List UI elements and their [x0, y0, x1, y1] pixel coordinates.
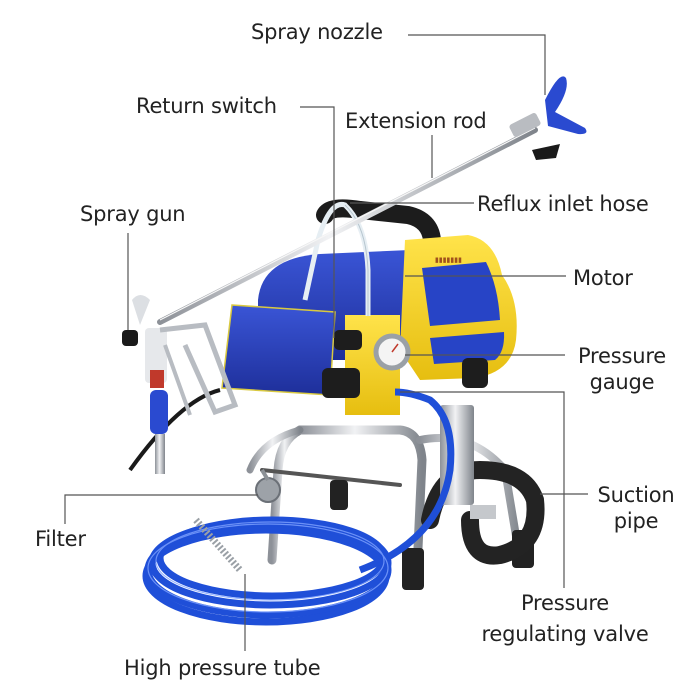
label-reflux-inlet-hose: Reflux inlet hose	[477, 192, 649, 216]
label-suction-pipe-line2: pipe	[613, 509, 659, 533]
label-return-switch: Return switch	[136, 94, 277, 118]
label-pressure-gauge: Pressure gauge	[566, 343, 678, 395]
svg-text:▮▮▮▮▮▮▮: ▮▮▮▮▮▮▮	[435, 256, 462, 264]
control-panel	[221, 304, 336, 396]
label-motor: Motor	[573, 266, 633, 290]
label-pressure-regulating-valve: Pressure regulating valve	[455, 590, 675, 647]
label-spray-nozzle: Spray nozzle	[251, 20, 383, 44]
gun-hose	[128, 388, 221, 472]
spray-gun-shape	[122, 295, 239, 474]
leader-lines	[64, 34, 588, 651]
label-suction-pipe: Suction pipe	[586, 482, 686, 534]
label-pressure-gauge-line2: gauge	[589, 370, 655, 394]
leader-filter	[64, 494, 258, 524]
leader-pressure-regulating-valve	[400, 391, 565, 588]
label-pressure-gauge-line1: Pressure	[577, 344, 667, 368]
label-extension-rod: Extension rod	[345, 109, 487, 133]
spray-nozzle-shape	[509, 76, 587, 160]
filter-screen	[255, 477, 281, 503]
pressure-knob	[322, 368, 360, 398]
label-prv-line1: Pressure	[520, 591, 610, 615]
label-high-pressure-tube: High pressure tube	[124, 656, 321, 680]
label-spray-gun: Spray gun	[80, 202, 186, 226]
label-prv-line2: regulating valve	[481, 622, 649, 646]
extension-rod-shape	[157, 127, 538, 325]
label-suction-pipe-line1: Suction	[597, 483, 675, 507]
leader-spray-nozzle	[408, 34, 546, 95]
leader-return-switch	[300, 106, 335, 338]
label-filter: Filter	[35, 527, 86, 551]
spring-guard	[193, 517, 243, 573]
return-switch-knob	[334, 330, 362, 350]
